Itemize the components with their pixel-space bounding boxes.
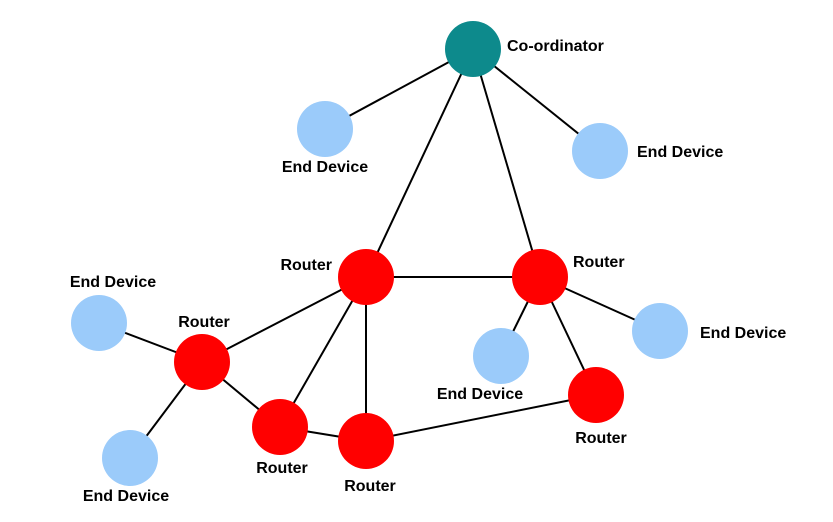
router-bottom-left-node[interactable]	[252, 399, 308, 455]
router-central-label: Router	[280, 257, 332, 274]
ed-left-node[interactable]	[71, 295, 127, 351]
coordinator-node[interactable]	[445, 21, 501, 77]
router-bottom-mid-node[interactable]	[338, 413, 394, 469]
coordinator-label: Co-ordinator	[507, 38, 604, 55]
edge-router-central--router-bottom-left	[279, 276, 367, 428]
ed-left-label: End Device	[70, 274, 156, 291]
ed-middle-node[interactable]	[473, 328, 529, 384]
router-left-label: Router	[178, 314, 230, 331]
router-central-node[interactable]	[338, 249, 394, 305]
edge-coordinator--router-central	[365, 48, 474, 278]
edge-coordinator--router-right	[472, 48, 541, 278]
ed-bottom-left-node[interactable]	[102, 430, 158, 486]
ed-top-right-label: End Device	[637, 144, 723, 161]
router-left-node[interactable]	[174, 334, 230, 390]
router-right-node[interactable]	[512, 249, 568, 305]
router-bottom-left-label: Router	[256, 460, 308, 477]
ed-right-node[interactable]	[632, 303, 688, 359]
edge-router-bottom-mid--router-bottom-right	[365, 394, 597, 442]
ed-top-right-node[interactable]	[572, 123, 628, 179]
router-right-label: Router	[573, 254, 625, 271]
ed-bottom-left-label: End Device	[83, 488, 169, 505]
edge-coordinator--ed-top-left	[324, 48, 474, 130]
router-bottom-right-node[interactable]	[568, 367, 624, 423]
ed-top-left-label: End Device	[282, 159, 368, 176]
ed-top-left-node[interactable]	[297, 101, 353, 157]
ed-middle-label: End Device	[437, 386, 523, 403]
edge-router-central--router-left	[201, 276, 367, 363]
router-bottom-right-label: Router	[575, 430, 627, 447]
ed-right-label: End Device	[700, 325, 786, 342]
router-bottom-mid-label: Router	[344, 478, 396, 495]
